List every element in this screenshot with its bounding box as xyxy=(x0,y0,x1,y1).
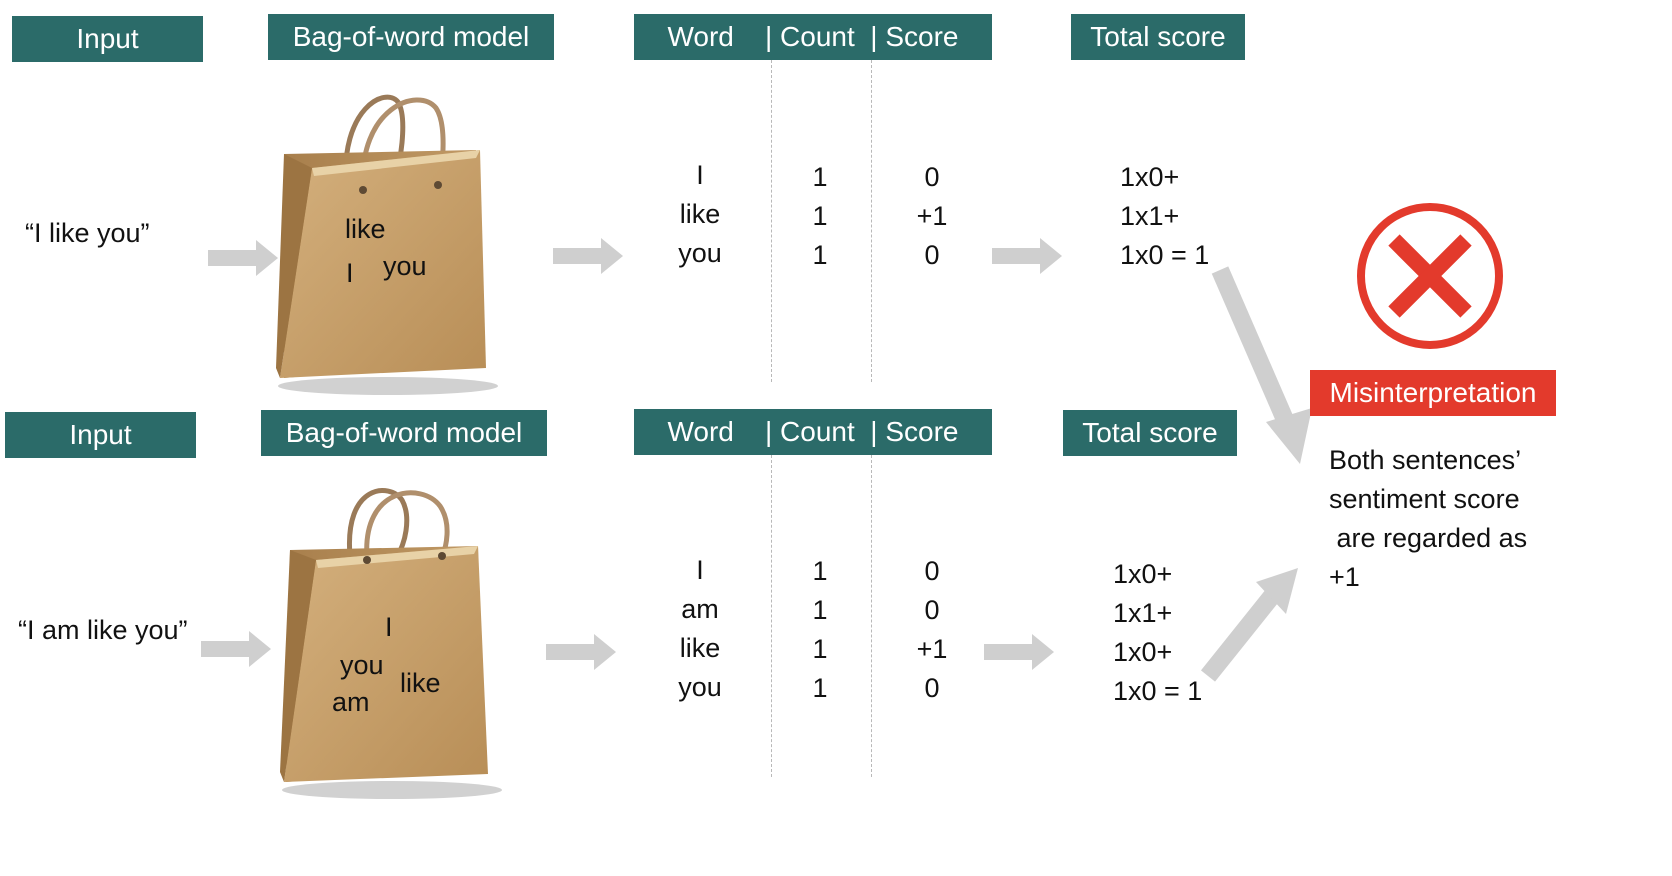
score-cell: 0 xyxy=(924,556,940,586)
bottom-total-header: Total score xyxy=(1063,410,1237,456)
total-line: 1x0 = 1 xyxy=(1113,676,1203,706)
count-cell: 1 xyxy=(812,673,828,703)
top-bag-word-3: you xyxy=(383,251,427,281)
word-cell: like xyxy=(679,633,721,663)
top-divider-2 xyxy=(871,60,872,382)
top-score-column: 0 +1 0 xyxy=(912,158,952,275)
word-cell: am xyxy=(681,594,719,624)
bottom-bag-word-3: like xyxy=(400,668,441,698)
bottom-bag-word-2: you xyxy=(340,650,384,680)
diagonal-arrow-up xyxy=(1200,568,1298,682)
conclusion-line: sentiment score xyxy=(1329,484,1520,514)
bottom-arrow-1 xyxy=(201,631,271,667)
top-arrow-3 xyxy=(992,238,1062,274)
bottom-divider-1 xyxy=(771,455,772,777)
top-bag-icon xyxy=(276,94,498,395)
conclusion-line: +1 xyxy=(1329,562,1360,592)
count-cell: 1 xyxy=(812,556,828,586)
count-cell: 1 xyxy=(812,240,828,270)
conclusion-line: Both sentences’ xyxy=(1329,445,1522,475)
top-divider-1 xyxy=(771,60,772,382)
count-cell: 1 xyxy=(812,634,828,664)
word-cell: you xyxy=(678,238,722,268)
x-circle-icon xyxy=(1357,203,1503,349)
bottom-arrow-2 xyxy=(546,634,616,670)
count-cell: 1 xyxy=(812,595,828,625)
bottom-divider-2 xyxy=(871,455,872,777)
bottom-bag-word-4: am xyxy=(332,687,370,717)
top-input-sentence: “I like you” xyxy=(25,218,150,248)
bottom-model-header: Bag-of-word model xyxy=(261,410,547,456)
score-cell: 0 xyxy=(924,673,940,703)
diagonal-arrow-down xyxy=(1211,266,1312,464)
bottom-input-sentence: “I am like you” xyxy=(18,615,188,645)
bottom-count-column: 1 1 1 1 xyxy=(800,552,840,708)
count-cell: 1 xyxy=(812,162,828,192)
word-cell: I xyxy=(696,555,704,585)
top-bag-word-1: like xyxy=(345,214,386,244)
top-total-calculation: 1x0+ 1x1+ 1x0 = 1 xyxy=(1120,158,1209,275)
bottom-table-header: Word | Count | Score xyxy=(634,409,992,455)
total-line: 1x1+ xyxy=(1120,201,1180,231)
conclusion-line: are regarded as xyxy=(1329,523,1528,553)
bottom-input-header: Input xyxy=(5,412,196,458)
total-line: 1x0+ xyxy=(1113,559,1173,589)
total-line: 1x0 = 1 xyxy=(1120,240,1210,270)
total-line: 1x1+ xyxy=(1113,598,1173,628)
top-arrow-1 xyxy=(208,240,278,276)
word-cell: like xyxy=(679,199,721,229)
bottom-bag-icon xyxy=(280,488,502,799)
score-cell: +1 xyxy=(916,634,948,664)
count-cell: 1 xyxy=(812,201,828,231)
top-bag-word-2: I xyxy=(346,258,354,288)
misinterpretation-badge: Misinterpretation xyxy=(1310,370,1556,416)
bottom-total-calculation: 1x0+ 1x1+ 1x0+ 1x0 = 1 xyxy=(1113,555,1202,711)
top-total-header: Total score xyxy=(1071,14,1245,60)
total-line: 1x0+ xyxy=(1120,162,1180,192)
bottom-score-column: 0 0 +1 0 xyxy=(912,552,952,708)
top-input-header: Input xyxy=(12,16,203,62)
score-cell: 0 xyxy=(924,240,940,270)
top-model-header: Bag-of-word model xyxy=(268,14,554,60)
bottom-bag-word-1: I xyxy=(385,612,393,642)
word-cell: I xyxy=(696,160,704,190)
total-line: 1x0+ xyxy=(1113,637,1173,667)
top-count-column: 1 1 1 xyxy=(800,158,840,275)
score-cell: 0 xyxy=(924,162,940,192)
score-cell: 0 xyxy=(924,595,940,625)
score-cell: +1 xyxy=(916,201,948,231)
word-cell: you xyxy=(678,672,722,702)
bottom-arrow-3 xyxy=(984,634,1054,670)
top-table-header: Word | Count | Score xyxy=(634,14,992,60)
top-arrow-2 xyxy=(553,238,623,274)
conclusion-text: Both sentences’ sentiment score are regar… xyxy=(1329,441,1527,597)
